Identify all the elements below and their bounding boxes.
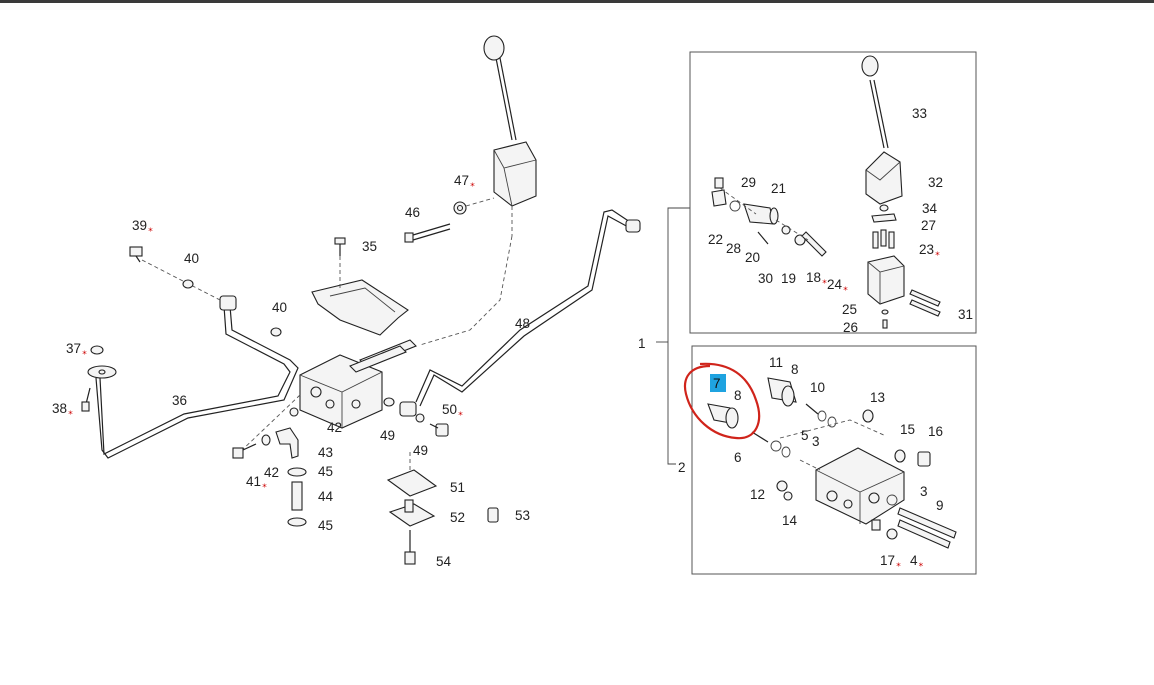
callout-28: 28 [726,241,741,256]
callout-49: 49 [380,428,395,443]
callout-7: 7 [713,376,721,391]
callout-star-marker: * [148,227,153,237]
detail-box-1 [689,51,977,334]
callout-17: 17 [880,553,895,568]
callout-12: 12 [750,487,765,502]
callout-52: 52 [450,510,465,525]
callout-21: 21 [771,181,786,196]
callout-46: 46 [405,205,420,220]
callout-33: 33 [912,106,927,121]
callout-23: 23 [919,242,934,257]
main-assembly [81,35,641,565]
callout-40: 40 [272,300,287,315]
callout-35: 35 [362,239,377,254]
callout-45: 45 [318,518,333,533]
callout-3: 3 [920,484,928,499]
callout-19: 19 [781,271,796,286]
callout-star-marker: * [822,279,827,289]
callout-15: 15 [900,422,915,437]
callout-1: 1 [638,336,646,351]
callout-32: 32 [928,175,943,190]
callout-13: 13 [870,390,885,405]
callout-38: 38 [52,401,67,416]
callout-star-marker: * [843,286,848,296]
callout-22: 22 [708,232,723,247]
callout-star-marker: * [935,251,940,261]
callout-53: 53 [515,508,530,523]
callout-36: 36 [172,393,187,408]
callout-49: 49 [413,443,428,458]
callout-star-marker: * [896,562,901,572]
callout-11: 11 [769,355,783,370]
callout-42: 42 [264,465,279,480]
callout-star-marker: * [262,483,267,493]
callout-star-marker: * [919,562,924,572]
callout-9: 9 [936,498,944,513]
callout-star-marker: * [470,182,475,192]
callout-45: 45 [318,464,333,479]
callout-24: 24 [827,277,843,292]
callout-2: 2 [678,460,686,475]
callout-50: 50 [442,402,457,417]
callout-14: 14 [782,513,798,528]
callout-star-marker: * [82,350,87,360]
callout-31: 31 [958,307,973,322]
detail-box-2 [691,345,977,575]
callout-37: 37 [66,341,81,356]
callout-40: 40 [184,251,199,266]
callout-29: 29 [741,175,756,190]
callout-54: 54 [436,554,452,569]
callout-star-marker: * [68,410,73,420]
highlight-7 [710,374,726,392]
callout-42: 42 [327,420,342,435]
callout-16: 16 [928,424,943,439]
callout-44: 44 [318,489,334,504]
callout-25: 25 [842,302,857,317]
callout-26: 26 [843,320,858,335]
callout-8: 8 [734,388,742,403]
callout-30: 30 [758,271,773,286]
callout-20: 20 [745,250,760,265]
callout-47: 47 [454,173,469,188]
callout-41: 41 [246,474,261,489]
callout-39: 39 [132,218,147,233]
callout-34: 34 [922,201,938,216]
callout-27: 27 [921,218,936,233]
callout-48: 48 [515,316,530,331]
callout-10: 10 [810,380,825,395]
callout-6: 6 [734,450,742,465]
callout-star-marker: * [458,411,463,421]
top-border [0,0,1154,3]
group-bracket [656,207,690,465]
markup-circle [683,362,761,440]
callout-51: 51 [450,480,465,495]
callout-8: 8 [791,362,799,377]
callout-43: 43 [318,445,333,460]
callout-3: 3 [812,434,820,449]
callout-4: 4 [910,553,918,568]
callout-18: 18 [806,270,821,285]
callout-5: 5 [801,428,809,443]
